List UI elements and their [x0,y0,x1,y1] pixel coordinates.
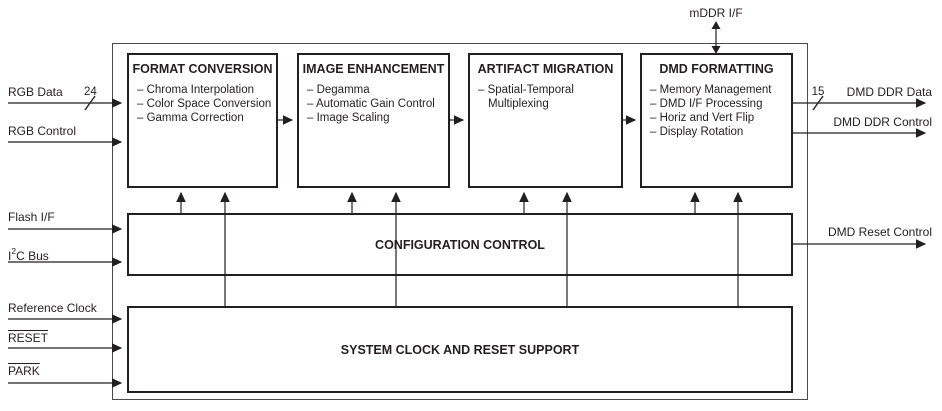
block-item: – Chroma Interpolation [137,84,254,96]
block-format-conversion: FORMAT CONVERSION – Chroma Interpolation… [127,53,278,188]
block-title: SYSTEM CLOCK AND RESET SUPPORT [340,342,580,357]
block-system-clock-reset: SYSTEM CLOCK AND RESET SUPPORT [127,306,793,393]
block-image-enhancement: IMAGE ENHANCEMENT – Degamma – Automatic … [297,53,450,188]
input-label-park-active-low: PARK [8,364,40,378]
block-title: FORMAT CONVERSION [132,62,273,76]
block-item-list: – Chroma Interpolation – Color Space Con… [129,83,276,125]
output-label-dmd-reset-control: DMD Reset Control [827,225,932,239]
block-item: – Automatic Gain Control [307,98,435,110]
output-label-dmd-ddr-control: DMD DDR Control [833,115,932,129]
block-item-list: – Degamma – Automatic Gain Control – Ima… [299,83,448,125]
output-label-dmd-ddr-data: DMD DDR Data [846,85,932,99]
block-item: – DMD I/F Processing [650,98,763,110]
input-label-i2c-bus: I2C Bus [8,245,49,264]
block-title: DMD FORMATTING [659,62,774,76]
block-configuration-control: CONFIGURATION CONTROL [127,213,793,276]
input-label-rgb-control: RGB Control [8,124,77,138]
input-label-reference-clock: Reference Clock [8,301,97,315]
input-label-rgb-data: RGB Data [8,85,63,99]
input-label-reset-active-low: RESET [8,331,49,345]
bus-width-dmd-ddr-data: 15 [811,86,825,98]
block-title: ARTIFACT MIGRATION [477,62,614,76]
i2c-label-post: C Bus [16,249,49,263]
block-title: IMAGE ENHANCEMENT [302,62,445,76]
block-item-list: – Spatial-Temporal Multiplexing [470,83,621,111]
block-item: – Gamma Correction [137,112,244,124]
i2c-label-pre: I [8,249,12,263]
block-item: – Spatial-Temporal Multiplexing [478,84,574,110]
block-item: – Memory Management [650,84,772,96]
block-dmd-formatting: DMD FORMATTING – Memory Management – DMD… [640,53,793,188]
block-artifact-migration: ARTIFACT MIGRATION – Spatial-Temporal Mu… [468,53,623,188]
block-item: – Horiz and Vert Flip [650,112,755,124]
i2c-label-sup: 2 [11,246,17,256]
block-item: – Degamma [307,84,370,96]
mddr-arrowhead-up [711,21,721,29]
block-item: – Color Space Conversion [137,98,272,110]
block-title: CONFIGURATION CONTROL [375,237,545,252]
input-label-flash-if: Flash I/F [8,210,55,224]
block-item: – Image Scaling [307,112,390,124]
block-item-list: – Memory Management – DMD I/F Processing… [642,83,791,139]
bus-width-rgb-data: 24 [84,86,97,98]
port-label-mddr-if: mDDR I/F [689,6,743,20]
block-item: – Display Rotation [650,126,744,138]
